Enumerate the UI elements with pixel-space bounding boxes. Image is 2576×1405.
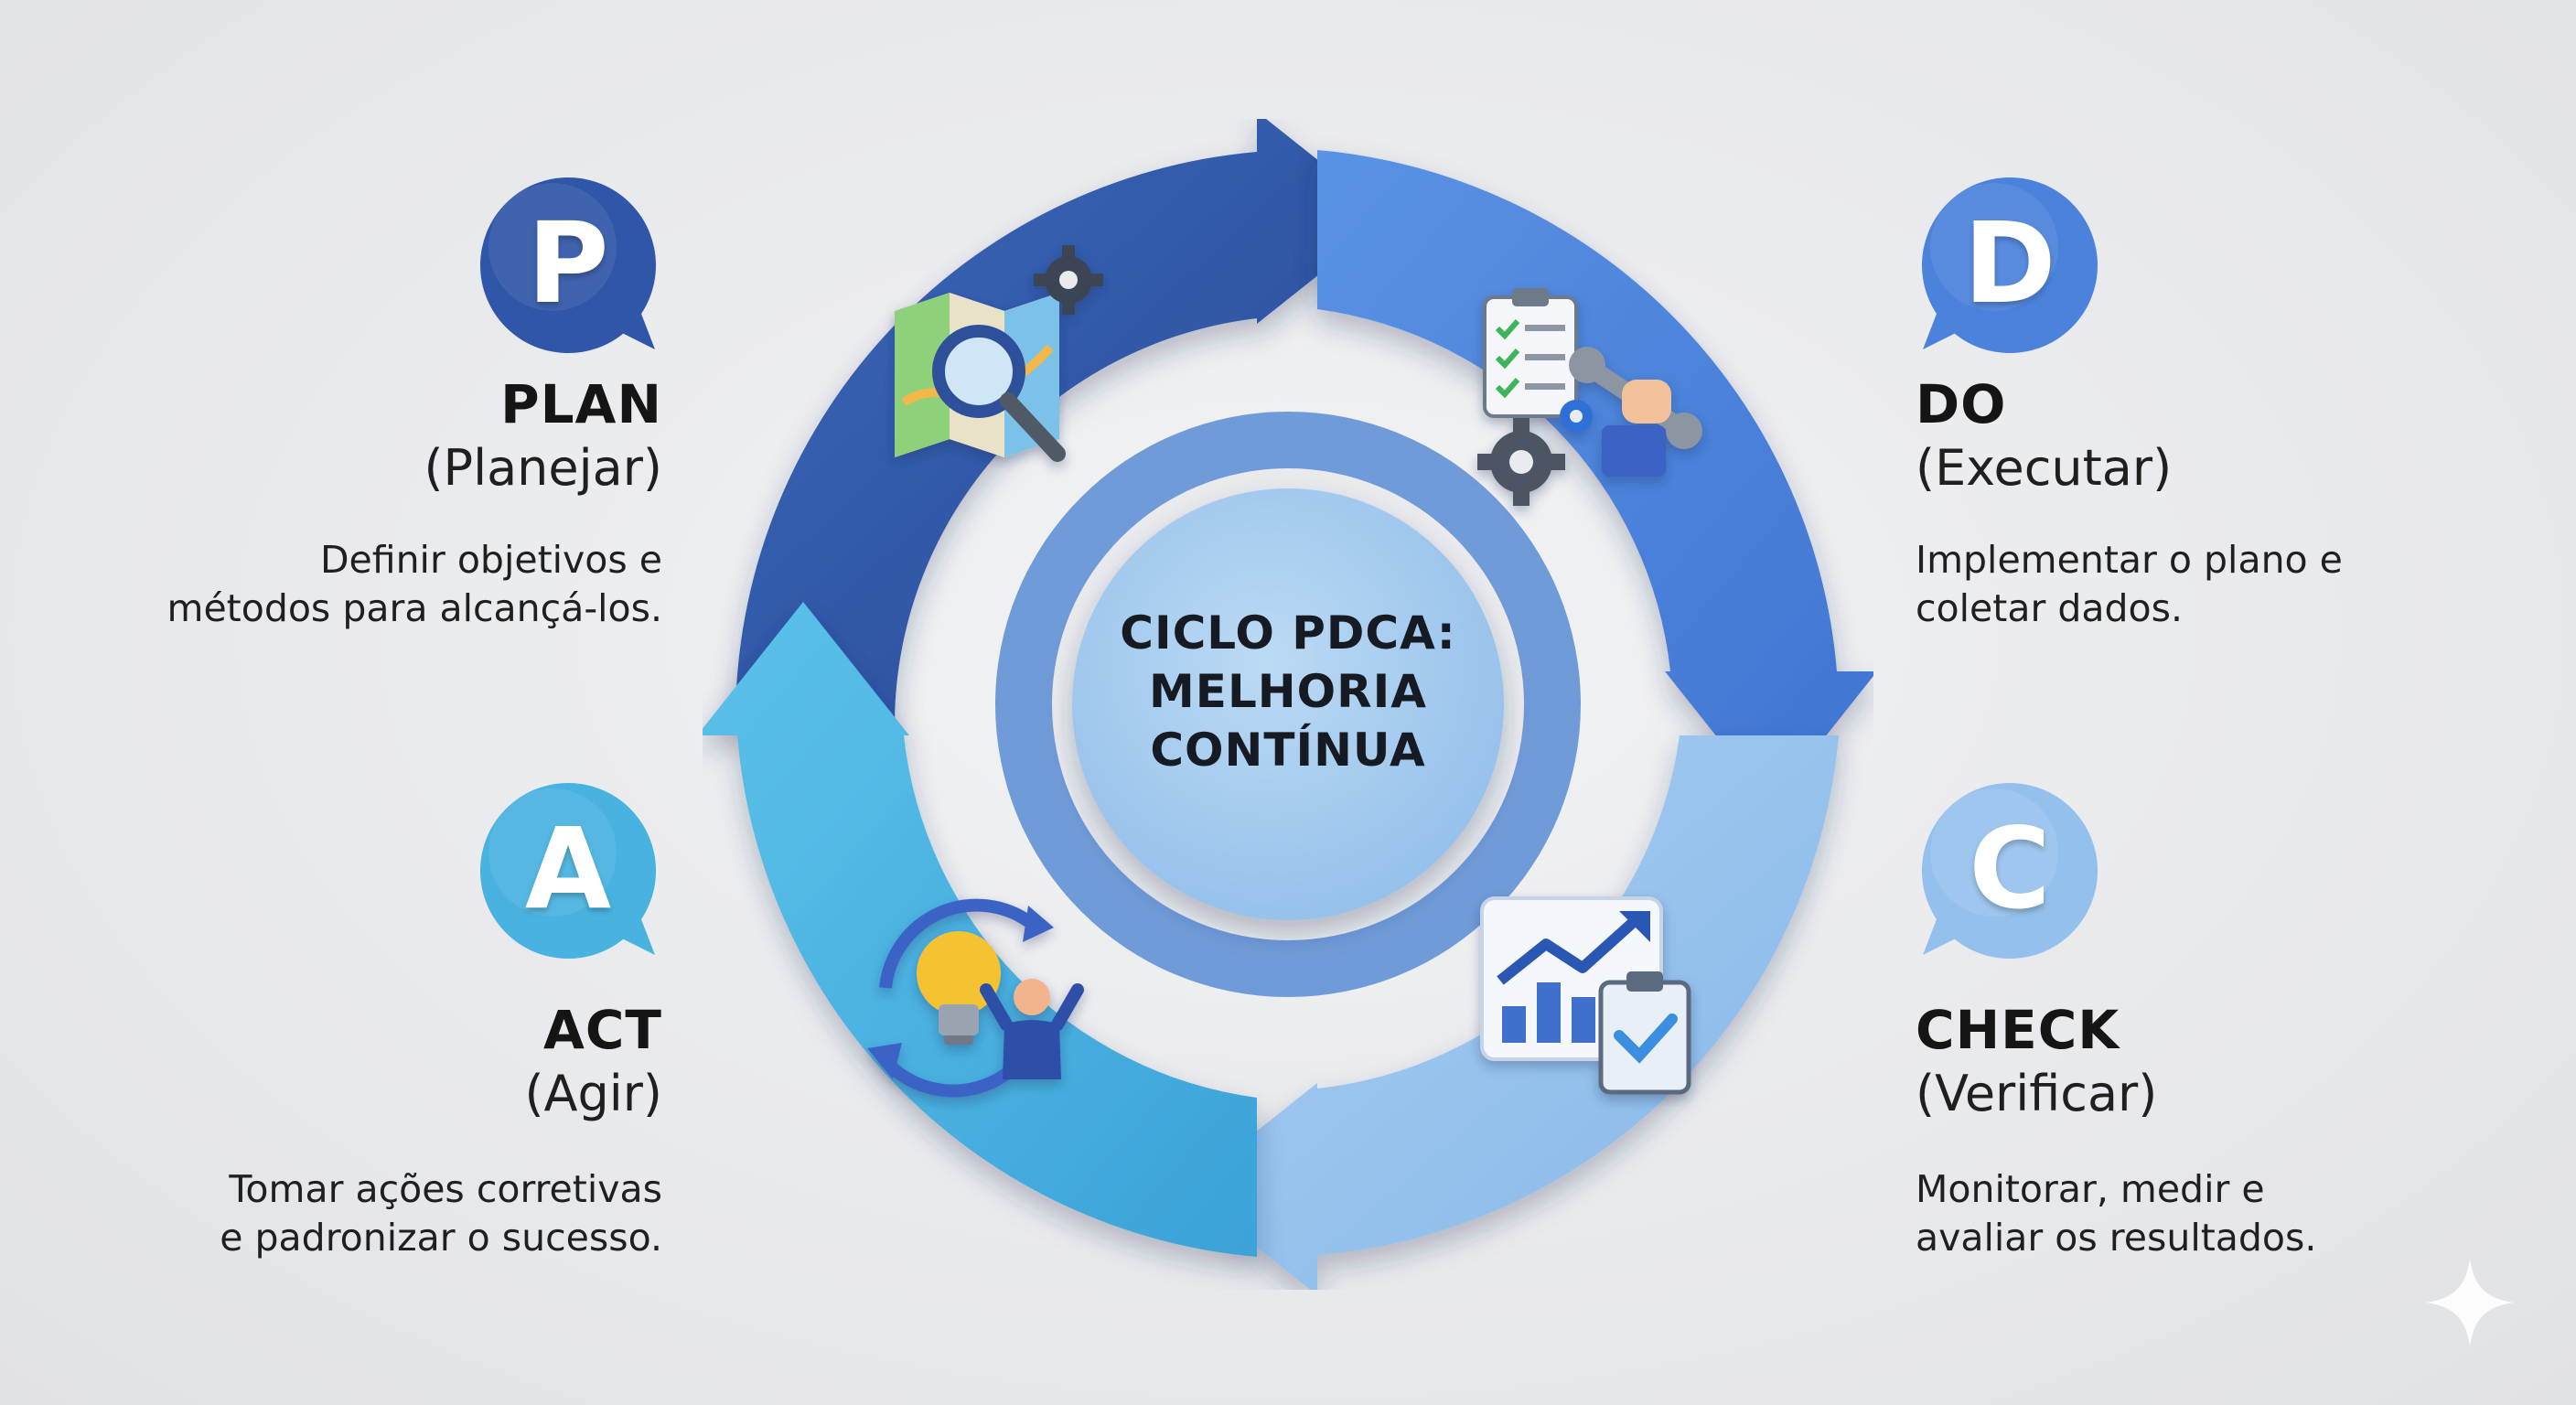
check-title: CHECK (1916, 999, 2120, 1061)
do-description-line-2: coletar dados. (1916, 586, 2183, 630)
check-segment (1184, 735, 1839, 1290)
check-description-line-2: avaliar os resultados. (1916, 1216, 2317, 1260)
growth-chart-clipboard-icon (1480, 896, 1691, 1095)
phase-plan: P PLAN (Planejar) Definir objetivos e mé… (0, 174, 662, 649)
act-subtitle: (Agir) (524, 1065, 662, 1122)
check-letter: C (1969, 804, 2051, 934)
cycle-graphic (703, 119, 1873, 1290)
plan-letter: P (527, 198, 609, 328)
plan-badge: P (474, 174, 662, 362)
center-title-line-1: CICLO PDCA: (1120, 606, 1456, 660)
act-title: ACT (542, 999, 662, 1061)
cycle-center-title: CICLO PDCA: MELHORIA CONTÍNUA (1070, 604, 1506, 779)
pdca-cycle (703, 119, 1873, 1290)
map-magnifier-gear-icon (895, 245, 1103, 462)
act-letter: A (524, 804, 612, 934)
center-title-line-2: MELHORIA (1149, 665, 1427, 718)
lightbulb-cycle-person-icon (867, 898, 1084, 1098)
do-title: DO (1916, 373, 2007, 435)
center-title-line-3: CONTÍNUA (1150, 724, 1426, 777)
plan-title: PLAN (500, 373, 662, 435)
do-badge-bubble (1922, 177, 2098, 353)
act-description-line-1: Tomar ações corretivas (229, 1167, 662, 1211)
do-subtitle: (Executar) (1916, 439, 2173, 497)
center-disc (1072, 488, 1504, 920)
plan-subtitle: (Planejar) (424, 439, 662, 497)
act-badge: A (474, 779, 662, 968)
plan-segment (735, 119, 1390, 721)
do-badge: D (1916, 174, 2104, 362)
act-badge-bubble (480, 783, 656, 959)
do-segment (1317, 150, 1873, 805)
phase-check: C CHECK (Verificar) Monitorar, medir e a… (1916, 779, 2556, 1273)
plan-description-line-2: métodos para alcançá-los. (166, 586, 663, 630)
check-subtitle: (Verificar) (1916, 1065, 2158, 1122)
checklist-wrench-gears-icon (1477, 288, 1702, 506)
act-segment (703, 602, 1257, 1257)
plan-description-line-1: Definir objetivos e (319, 538, 662, 582)
check-badge: C (1916, 779, 2104, 968)
check-badge-bubble (1922, 783, 2098, 959)
phase-act: A ACT (Agir) Tomar ações corretivas e pa… (0, 779, 662, 1273)
check-description-line-1: Monitorar, medir e (1916, 1167, 2265, 1211)
do-description-line-1: Implementar o plano e (1916, 538, 2343, 582)
act-description-line-2: e padronizar o sucesso. (220, 1216, 662, 1260)
plan-badge-bubble (480, 177, 656, 353)
phase-do: D DO (Executar) Implementar o plano e co… (1916, 174, 2556, 649)
do-letter: D (1963, 198, 2056, 328)
sparkle-icon (2426, 1259, 2514, 1346)
